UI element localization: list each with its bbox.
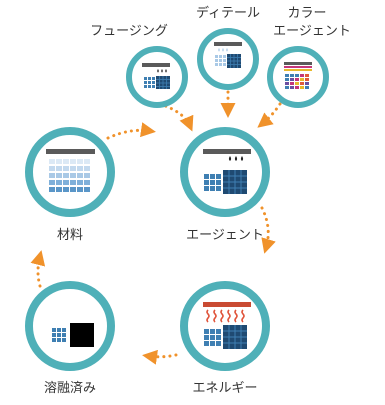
color-agent-printer-icon xyxy=(284,62,312,89)
agent-dispensing-icon xyxy=(203,149,251,194)
material-ring xyxy=(25,127,115,217)
connector-fused-to-material xyxy=(30,250,46,288)
label-color-line1: カラー xyxy=(287,6,327,21)
detail-node xyxy=(197,28,259,90)
label-fused: 溶融済み xyxy=(43,381,96,396)
connector-energy-to-fused xyxy=(142,349,178,365)
connector-agent-to-energy xyxy=(260,206,276,254)
label-agent: エージェント xyxy=(186,228,264,243)
energy-node xyxy=(180,281,270,371)
label-color-line2: エージェント xyxy=(273,24,351,39)
fused-part-icon xyxy=(52,323,94,347)
label-material: 材料 xyxy=(56,228,83,243)
connector-material-to-agent xyxy=(106,122,156,140)
fusing-node xyxy=(126,46,188,108)
connector-color-to-agent xyxy=(257,102,282,128)
label-energy: エネルギー xyxy=(192,381,258,396)
color-node xyxy=(267,46,329,108)
fused-node xyxy=(25,281,115,371)
material-node xyxy=(25,127,115,217)
powder-layer-icon xyxy=(46,149,95,192)
fusing-agent-printer-icon xyxy=(142,63,170,89)
detailing-agent-printer-icon xyxy=(214,42,242,68)
agent-node xyxy=(180,127,270,217)
heat-energy-icon xyxy=(203,302,251,349)
connector-fusing-to-agent xyxy=(158,102,194,132)
label-detail: ディテール xyxy=(195,6,261,21)
label-fusing: フュージング xyxy=(90,24,168,39)
